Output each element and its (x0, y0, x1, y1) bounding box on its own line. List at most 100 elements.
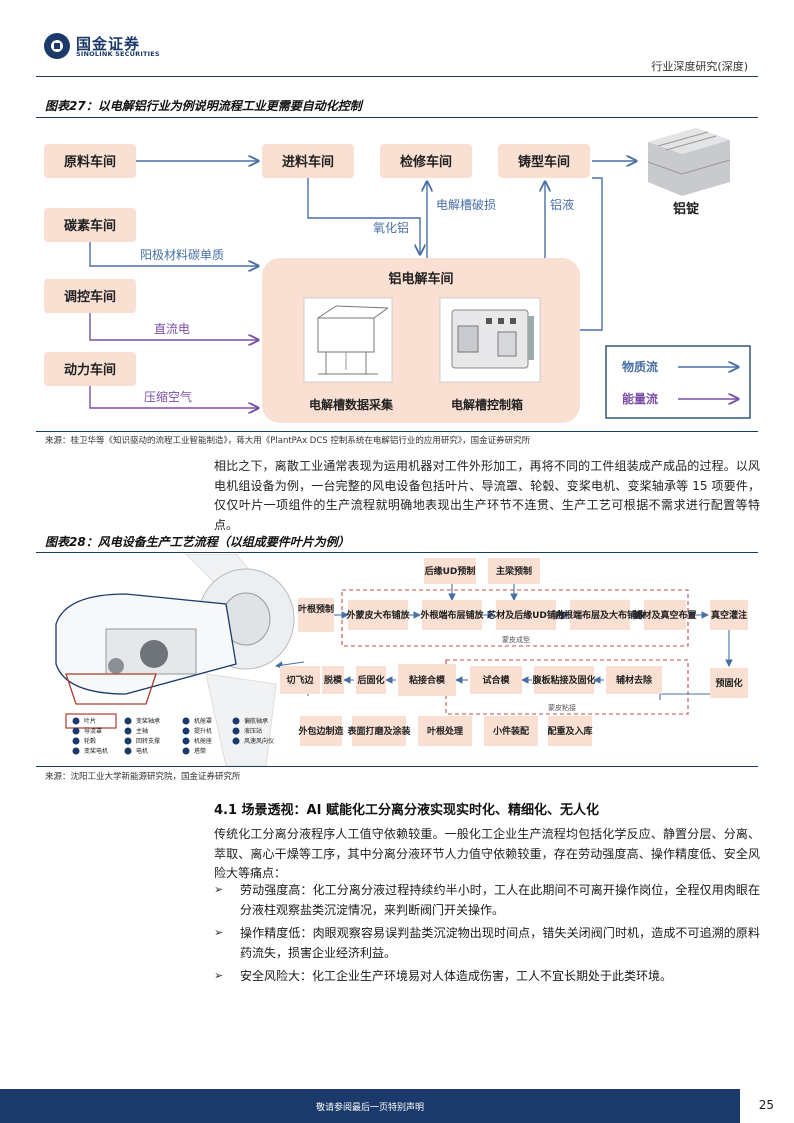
legend-part: 风速风向仪 (232, 737, 274, 745)
footer-bar (0, 1089, 740, 1123)
svg-text:辅材去除: 辅材去除 (616, 674, 653, 686)
step-vac-inf: 真空灌注 (710, 600, 748, 630)
data-acquisition-equipment-icon (303, 297, 393, 383)
label-liquid-al: 铝液 (550, 197, 574, 212)
company-logo-icon (44, 33, 70, 59)
svg-text:主轴: 主轴 (136, 727, 148, 735)
ctrl-box-label: 电解槽控制箱 (451, 397, 523, 412)
step-core-ud: 芯材及后缘UD铺放 (487, 600, 566, 630)
svg-text:叶根预制: 叶根预制 (298, 603, 334, 615)
page-number: 25 (758, 1098, 774, 1112)
figure27-legend: 物质流 能量流 (605, 345, 751, 419)
svg-text:调控车间: 调控车间 (64, 289, 116, 305)
svg-text:腹板粘接及固化: 腹板粘接及固化 (531, 674, 595, 686)
step-inner-root: 内根端布层及大布铺放 (555, 600, 646, 630)
legend-part: 导流罩 (72, 727, 102, 735)
bullet-arrow-icon: ➢ (214, 926, 224, 939)
step-web-bond: 腹板粘接及固化 (531, 666, 596, 694)
svg-text:轮毂: 轮毂 (84, 737, 96, 745)
step-trial: 试合模 (470, 666, 522, 694)
step-outer-skin: 外蒙皮大布铺放 (345, 600, 410, 630)
step-small: 小件装配 (484, 716, 538, 746)
svg-text:塔筒: 塔筒 (194, 747, 206, 755)
svg-text:外根端布层铺放: 外根端布层铺放 (419, 609, 484, 621)
label-alumina: 氧化铝 (373, 220, 409, 235)
svg-text:脱模: 脱模 (324, 674, 343, 686)
group-skin-bonding (445, 659, 689, 715)
svg-text:真空灌注: 真空灌注 (711, 609, 747, 621)
svg-text:芯材及后缘UD铺放: 芯材及后缘UD铺放 (487, 609, 566, 621)
box-control: 调控车间 (44, 279, 136, 313)
legend-part: 机舱座 (182, 737, 212, 745)
wind-turbine-nacelle-illustration (55, 554, 295, 766)
step-rear-ud: 后缘UD预制 (424, 558, 476, 584)
step-flange: 外包边制造 (297, 716, 344, 746)
svg-text:后固化: 后固化 (357, 674, 384, 686)
svg-text:风速风向仪: 风速风向仪 (244, 737, 274, 745)
turbine-parts-legend: 叶片 导流罩 轮毂 变桨电机 变桨轴承 主轴 回转支撑 电机 机舱罩 提升机 机… (72, 717, 274, 755)
svg-text:叶片: 叶片 (84, 717, 96, 725)
group-skin-forming (341, 589, 689, 647)
step-precure: 预固化 (710, 668, 748, 698)
svg-text:变桨电机: 变桨电机 (84, 747, 108, 755)
step-postcure: 后固化 (356, 666, 386, 694)
control-cabinet-icon (439, 297, 541, 383)
group-skin-forming-label: 蒙皮成型 (502, 635, 530, 644)
box-carbon: 碳素车间 (44, 208, 136, 242)
svg-text:外包边制造: 外包边制造 (297, 725, 344, 737)
box-feed: 进料车间 (262, 144, 354, 178)
figure28-source: 来源：沈阳工业大学新能源研究院，国金证券研究所 (45, 772, 241, 782)
svg-text:提升机: 提升机 (194, 727, 212, 735)
figure28-diagram: 叶片 导流罩 轮毂 变桨电机 变桨轴承 主轴 回转支撑 电机 机舱罩 提升机 机… (55, 554, 748, 766)
step-trim: 切飞边 (280, 666, 320, 694)
bullet-item: ➢ 劳动强度高：化工分离分液过程持续约半小时，工人在此期间不可离开操作岗位，全程… (214, 883, 760, 917)
svg-text:电机: 电机 (136, 747, 148, 755)
svg-text:辅材及真空布置: 辅材及真空布置 (633, 609, 696, 621)
svg-text:外蒙皮大布铺放: 外蒙皮大布铺放 (345, 609, 410, 621)
section-heading: 4.1 场景透视：AI 赋能化工分离分液实现实时化、精细化、无人化 (214, 803, 599, 818)
svg-text:物质流: 物质流 (622, 359, 658, 374)
svg-text:原料车间: 原料车间 (64, 154, 116, 170)
svg-text:机舱罩: 机舱罩 (194, 717, 212, 725)
box-raw: 原料车间 (44, 144, 136, 178)
bullet-item: ➢ 操作精度低：肉眼观察容易误判盐类沉淀物出现时间点，错失关闭阀门时机，造成不可… (214, 926, 760, 960)
label-dc: 直流电 (154, 322, 190, 336)
svg-text:表面打磨及涂装: 表面打磨及涂装 (346, 725, 411, 737)
ingot-label: 铝锭 (673, 201, 699, 217)
group-skin-bonding-label: 蒙皮粘接 (548, 703, 576, 712)
bullet-list: ➢ 劳动强度高：化工分离分液过程持续约半小时，工人在此期间不可离开操作岗位，全程… (214, 881, 760, 987)
svg-text:进料车间: 进料车间 (282, 154, 334, 170)
figure28-top-rule (36, 552, 758, 553)
box-power: 动力车间 (44, 352, 136, 386)
svg-text:后缘UD预制: 后缘UD预制 (425, 565, 476, 577)
svg-text:机舱座: 机舱座 (194, 737, 212, 745)
svg-text:液压站: 液压站 (244, 727, 262, 735)
legend-part: 变桨轴承 (124, 717, 160, 725)
legend-part: 主轴 (124, 727, 148, 735)
svg-text:粘接合模: 粘接合模 (408, 674, 446, 686)
box-cast: 铸型车间 (498, 144, 590, 178)
svg-text:预固化: 预固化 (715, 677, 742, 689)
svg-text:内根端布层及大布铺放: 内根端布层及大布铺放 (555, 609, 646, 621)
footer-disclaimer: 敬请参阅最后一页特别声明 (315, 1103, 424, 1113)
step-weigh: 配重及入库 (547, 716, 593, 746)
body-paragraph-1: 相比之下，离散工业通常表现为运用机器对工件外形加工，再将不同的工件组装成产成品的… (214, 459, 760, 532)
svg-text:小件装配: 小件装配 (492, 725, 529, 737)
figure27-top-rule (36, 117, 758, 118)
bullet-item: ➢ 安全风险大：化工企业生产环境易对人体造成伤害，工人不宜长期处于此类环境。 (214, 969, 673, 983)
svg-text:叶根处理: 叶根处理 (427, 725, 463, 737)
svg-text:回转支撑: 回转支撑 (136, 737, 160, 745)
step-aux-vac: 辅材及真空布置 (633, 600, 697, 630)
figure28-title: 图表28：风电设备生产工艺流程（以组成要件叶片为例） (45, 535, 350, 549)
svg-text:铸型车间: 铸型车间 (518, 154, 570, 170)
section-intro: 传统化工分离分液程序人工值守依赖较重。一般化工企业生产流程均包括化学反应、静置分… (214, 827, 760, 880)
step-surface: 表面打磨及涂装 (346, 716, 411, 746)
legend-part: 偏航轴承 (232, 717, 268, 725)
step-root-prefab: 叶根预制 (298, 598, 334, 632)
legend-part: 提升机 (182, 727, 212, 735)
svg-text:偏航轴承: 偏航轴承 (244, 717, 268, 725)
cell-hall-label: 铝电解车间 (388, 271, 453, 287)
box-repair: 检修车间 (380, 144, 472, 178)
legend-part: 机舱罩 (182, 717, 212, 725)
step-spar: 主梁预制 (488, 558, 540, 584)
